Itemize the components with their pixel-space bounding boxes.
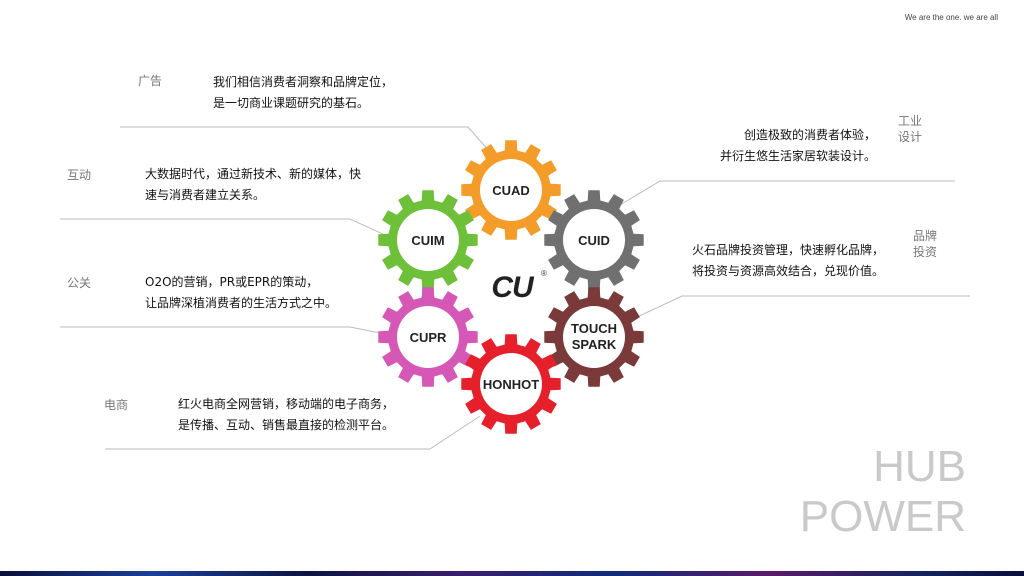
category-brand-line1: 品牌 xyxy=(913,229,938,243)
description-ecom: 红火电商全网营销，移动端的电子商务， 是传播、互动、销售最直接的检测平台。 xyxy=(178,394,394,436)
connector-lines xyxy=(60,126,970,450)
connector-interact xyxy=(60,218,386,236)
hub-power-title: HUB POWER xyxy=(800,442,966,542)
description-interact: 大数据时代，通过新技术、新的媒体，快 速与消费者建立关系。 xyxy=(145,164,361,206)
connector-pr xyxy=(60,326,386,335)
description-design-line1: 创造极致的消费者体验， xyxy=(743,128,876,142)
gear-cupr xyxy=(378,287,478,387)
gear-label-honhot: HONHOT xyxy=(483,377,539,392)
gear-label-cupr: CUPR xyxy=(410,330,447,345)
description-brand-line2: 将投资与资源高效结合，兑现价值。 xyxy=(692,264,885,278)
connector-ad xyxy=(120,126,491,153)
bottom-color-strip xyxy=(0,571,1024,576)
description-pr: O2O的营销，PR或EPR的策动， 让品牌深植消费者的生活方式之中。 xyxy=(145,272,337,314)
category-brand: 品牌 投资 xyxy=(913,228,937,260)
description-ad: 我们相信消费者洞察和品牌定位， 是一切商业课题研究的基石。 xyxy=(213,72,393,114)
hub-power-line1: HUB xyxy=(873,442,966,491)
gear-cuid xyxy=(544,190,644,290)
connector-ecom xyxy=(105,415,481,450)
description-design: 创造极致的消费者体验， 并衍生悠生活家居软装设计。 xyxy=(720,125,876,167)
description-pr-line1: O2O的营销，PR或EPR的策动， xyxy=(145,275,319,289)
hub-power-line2: POWER xyxy=(799,492,966,541)
tagline: We are the one. we are all xyxy=(904,13,998,22)
category-brand-line2: 投资 xyxy=(913,245,938,259)
category-design: 工业 设计 xyxy=(898,113,922,145)
description-brand: 火石品牌投资管理，快速孵化品牌， 将投资与资源高效结合，兑现价值。 xyxy=(692,240,884,282)
gear-label-touch-line1: TOUCH xyxy=(571,321,617,336)
description-ecom-line1: 红火电商全网营销，移动端的电子商务， xyxy=(178,397,395,411)
description-pr-line2: 让品牌深植消费者的生活方式之中。 xyxy=(145,296,338,310)
gear-touch-spark xyxy=(544,287,644,387)
gear-cuim xyxy=(378,190,478,290)
center-logo: CU xyxy=(491,271,535,304)
description-interact-line2: 速与消费者建立关系。 xyxy=(145,188,266,202)
category-pr: 公关 xyxy=(67,276,92,290)
cuad-gear-hub xyxy=(480,159,542,221)
gear-cuad xyxy=(461,140,561,240)
description-interact-line1: 大数据时代，通过新技术、新的媒体，快 xyxy=(145,167,362,181)
gear-honhot xyxy=(461,334,561,434)
description-ad-line2: 是一切商业课题研究的基石。 xyxy=(213,96,370,110)
category-design-line1: 工业 xyxy=(898,114,923,128)
cuid-gear-hub xyxy=(563,209,625,271)
gear-label-touch-line2: SPARK xyxy=(572,337,617,352)
description-ecom-line2: 是传播、互动、销售最直接的检测平台。 xyxy=(178,418,395,432)
description-brand-line1: 火石品牌投资管理，快速孵化品牌， xyxy=(692,243,885,257)
gear-label-cuad: CUAD xyxy=(492,183,530,198)
gear-label-cuid: CUID xyxy=(578,233,610,248)
category-interact: 互动 xyxy=(67,168,92,182)
description-ad-line1: 我们相信消费者洞察和品牌定位， xyxy=(213,75,394,89)
category-design-line2: 设计 xyxy=(898,130,923,144)
connector-brand xyxy=(634,295,970,319)
touch-gear-hub xyxy=(563,306,625,368)
connector-design xyxy=(619,180,955,206)
center-logo-registered-mark: ® xyxy=(541,269,547,278)
category-ad: 广告 xyxy=(138,74,163,88)
cuim-gear-hub xyxy=(397,209,459,271)
category-ecom: 电商 xyxy=(104,398,129,412)
description-design-line2: 并衍生悠生活家居软装设计。 xyxy=(719,149,876,163)
cupr-gear-hub xyxy=(397,306,459,368)
gear-label-cuim: CUIM xyxy=(411,233,444,248)
honhot-gear-hub xyxy=(480,353,542,415)
